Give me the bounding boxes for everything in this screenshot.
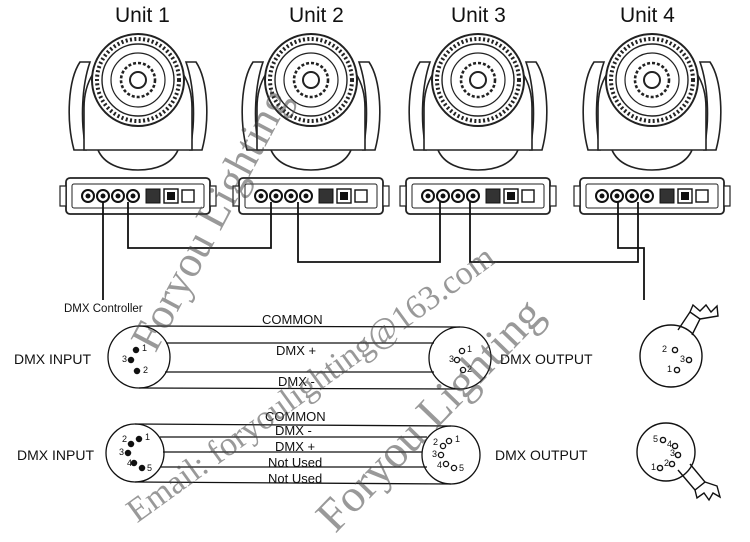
five-pin-input-pin: 4 (127, 458, 133, 468)
five-pin-output-pin: 4 (437, 460, 443, 470)
xlr5-detail-pin: 4 (667, 439, 673, 449)
five-pin-input-pin: 3 (119, 447, 125, 457)
dmx-chain-cables (102, 202, 645, 300)
five-pin-output-pin: 3 (432, 449, 438, 459)
fixture-unit-3 (398, 32, 558, 216)
xlr3-detail-connector (639, 303, 719, 388)
fixture-unit-1 (58, 32, 218, 216)
five-pin-input-pin: 2 (122, 434, 128, 444)
five-pin-wire-common: COMMON (265, 409, 326, 424)
xlr5-detail-pin: 3 (670, 448, 676, 458)
xlr5-detail-pin: 2 (664, 458, 670, 468)
unit-3-title: Unit 3 (451, 4, 506, 27)
dmx-controller-label: DMX Controller (64, 303, 143, 315)
xlr3-detail-pin: 1 (667, 364, 673, 374)
xlr5-detail-pin: 5 (653, 434, 659, 444)
five-pin-wiring (105, 423, 481, 485)
wiring-diagram (58, 32, 732, 502)
unit-2-title: Unit 2 (289, 4, 344, 27)
xlr5-detail-pin: 1 (651, 462, 657, 472)
xlr3-detail-pin: 2 (662, 344, 668, 354)
five-pin-input-pin: 1 (145, 432, 151, 442)
three-pin-wiring (107, 325, 492, 390)
three-pin-input-label: DMX INPUT (14, 351, 91, 367)
three-pin-output-pin: 3 (449, 354, 455, 364)
three-pin-input-pin: 3 (122, 354, 128, 364)
fixture-unit-4 (572, 32, 732, 216)
five-pin-wire-dmx-minus: DMX - (275, 423, 312, 438)
unit-1-title: Unit 1 (115, 4, 170, 27)
five-pin-wire-not-used: Not Used (268, 471, 323, 486)
three-pin-output-label: DMX OUTPUT (500, 351, 593, 367)
three-pin-output-pin: 1 (467, 344, 473, 354)
three-pin-input-pin: 2 (143, 365, 149, 375)
five-pin-wire-not-used: Not Used (268, 455, 323, 470)
five-pin-output-pin: 2 (433, 437, 439, 447)
five-pin-output-pin: 5 (459, 463, 465, 473)
five-pin-output-label: DMX OUTPUT (495, 447, 588, 463)
three-pin-wire-dmx-minus: DMX - (278, 374, 315, 389)
xlr3-detail-pin: 3 (680, 354, 686, 364)
unit-4-title: Unit 4 (620, 4, 675, 27)
five-pin-output-pin: 1 (455, 434, 461, 444)
three-pin-output-pin: 2 (467, 364, 473, 374)
five-pin-wire-dmx-plus: DMX + (275, 439, 316, 454)
five-pin-input-pin: 5 (147, 463, 153, 473)
three-pin-wire-dmx-plus: DMX + (276, 343, 317, 358)
xlr5-detail-connector (636, 422, 722, 502)
five-pin-input-label: DMX INPUT (17, 447, 94, 463)
three-pin-wire-common: COMMON (262, 312, 323, 327)
three-pin-input-pin: 1 (142, 343, 148, 353)
